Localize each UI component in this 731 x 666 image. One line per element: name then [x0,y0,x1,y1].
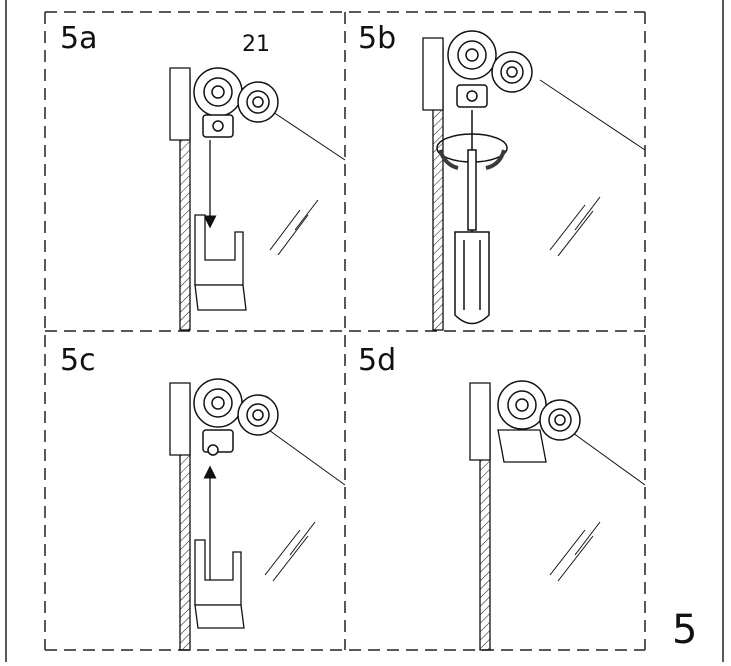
part-number-callout: 21 [242,32,270,57]
panel-5b [422,30,646,331]
panel-5c [169,378,346,651]
glass-reflection-icon [549,521,601,582]
rotation-arrow-left [438,149,459,170]
roller-wheel-icon [193,67,279,138]
bracket-outline [469,382,491,461]
panel-label-5c: 5c [60,343,96,378]
glass-reflection-icon [269,199,319,256]
panel-5d [469,380,646,651]
rotation-arrow-right [485,149,506,170]
bracket-outline [169,382,191,456]
door-diagonal-edge [539,79,646,151]
panel-label-5d: 5d [358,343,397,378]
roller-wheel-icon [193,378,279,456]
panel-5a [169,67,346,331]
glide-clip-base [194,604,245,629]
glass-reflection-icon [264,521,316,582]
bracket-outline [169,67,191,141]
glide-clip [194,539,242,606]
roller-wheel-icon [497,380,581,441]
glide-clip-base [194,284,247,311]
panel-label-5a: 5a [60,21,98,56]
bracket-outline [422,37,444,111]
panel-label-5b: 5b [358,21,397,56]
glide-clip-installed [497,429,547,463]
page-number: 5 [672,607,698,653]
roller-wheel-icon [447,30,533,108]
screwdriver-icon [454,110,490,325]
glide-clip [194,214,244,286]
panel-grid [44,11,646,651]
glass-reflection-icon [549,196,601,257]
